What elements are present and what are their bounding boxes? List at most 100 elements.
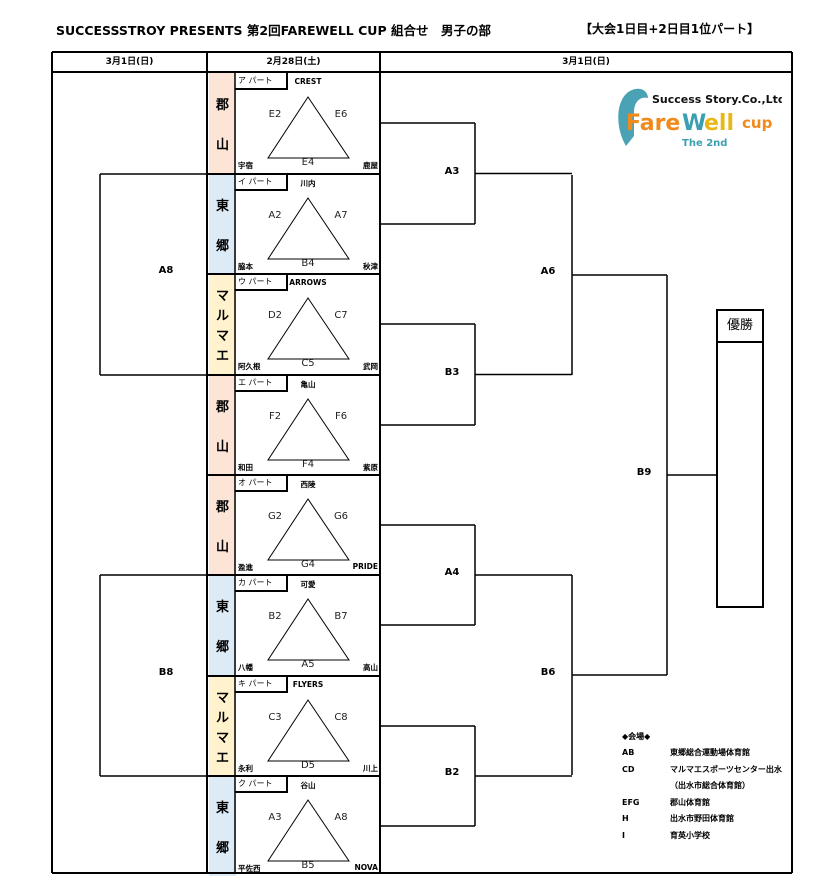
- team-name: ARROWS: [289, 278, 327, 287]
- school-left: 八幡: [238, 663, 253, 672]
- svg-text:cup: cup: [742, 114, 773, 132]
- seed-bottom: F4: [301, 459, 315, 470]
- school-right: 高山: [363, 663, 378, 672]
- triangle: [267, 96, 350, 159]
- header-day-left: 3月1日(日): [105, 57, 154, 67]
- bracket-label-r1: B2: [444, 767, 460, 778]
- school-left: 宇宿: [238, 161, 253, 170]
- team-name: 川内: [300, 179, 316, 188]
- region-char: マ: [215, 690, 229, 706]
- school-left: 阿久根: [238, 362, 261, 371]
- team-name: CREST: [294, 77, 322, 86]
- region-char: ル: [215, 710, 229, 726]
- seed-right: G6: [333, 511, 349, 522]
- seed-left: D2: [267, 310, 283, 321]
- region-char: ル: [215, 308, 229, 324]
- svg-text:Fare: Fare: [626, 111, 680, 136]
- region-char: 郡: [215, 499, 229, 515]
- seed-left: F2: [268, 411, 282, 422]
- team-name: 西陵: [300, 480, 316, 489]
- seed-right: B7: [334, 611, 348, 622]
- triangle: [267, 197, 350, 260]
- triangle: [267, 799, 350, 862]
- venue-code: AB: [622, 748, 635, 758]
- triangle: [267, 297, 350, 360]
- school-left: 脇本: [238, 262, 253, 271]
- region-char: マ: [215, 288, 229, 304]
- seed-right: E6: [334, 109, 348, 120]
- school-right: 鹿屋: [363, 161, 378, 170]
- team-name: FLYERS: [292, 680, 324, 689]
- region-label: マルマエ: [209, 676, 236, 776]
- seed-bottom: G4: [300, 559, 316, 570]
- triangle: [267, 598, 350, 661]
- region-char: 郷: [215, 238, 229, 254]
- seed-left: A3: [268, 812, 282, 823]
- school-left: 永利: [238, 764, 253, 773]
- venue-code: I: [622, 830, 625, 840]
- seed-left: A2: [268, 210, 282, 221]
- region-char: 東: [215, 800, 229, 816]
- venue-row: AB 東郷総合運動場体育館: [622, 745, 782, 762]
- bracket-label-r1: B3: [444, 367, 460, 378]
- svg-text:Success Story.Co.,Ltd: Success Story.Co.,Ltd: [652, 93, 782, 106]
- part-label: エ パート: [235, 375, 288, 392]
- school-right: NOVA: [354, 863, 378, 872]
- region-label: 東郷: [209, 575, 236, 675]
- region-label: 東郷: [209, 776, 236, 876]
- page-title: SUCCESSSTROY PRESENTS 第2回FAREWELL CUP 組合…: [56, 23, 491, 38]
- svg-text:The 2nd: The 2nd: [682, 138, 727, 149]
- part-label: ア パート: [235, 73, 288, 90]
- team-name: 谷山: [300, 781, 316, 790]
- part-label: イ パート: [235, 174, 288, 191]
- school-right: 秋津: [363, 262, 378, 271]
- farewell-cup-logo: Success Story.Co.,Ltd Fare W ell cup The…: [612, 86, 786, 152]
- bracket-label-r2: B6: [540, 667, 556, 678]
- region-label: 郡山: [209, 375, 236, 475]
- region-label: 郡山: [209, 475, 236, 575]
- seed-right: A7: [334, 210, 348, 221]
- region-char: エ: [215, 750, 229, 766]
- region-char: 郷: [215, 639, 229, 655]
- header-day-middle: 2月28日(土): [266, 57, 321, 67]
- part-label: ク パート: [235, 776, 288, 793]
- seed-left: B2: [268, 611, 282, 622]
- venue-name: （出水市総合体育館）: [670, 781, 750, 791]
- triangle: [267, 699, 350, 762]
- school-left: 和田: [238, 463, 253, 472]
- school-left: 平佐西: [238, 864, 261, 873]
- seed-bottom: B4: [301, 258, 315, 269]
- bracket-label-left-top: A8: [158, 265, 174, 276]
- bracket-label-left-bottom: B8: [158, 667, 174, 678]
- region-char: 郷: [215, 840, 229, 856]
- seed-left: G2: [267, 511, 283, 522]
- seed-bottom: A5: [301, 659, 315, 670]
- page-subtitle: 【大会1日目+2日目1位パート】: [580, 22, 760, 36]
- region-label: 東郷: [209, 174, 236, 274]
- team-name: 亀山: [300, 380, 316, 389]
- region-char: 東: [215, 599, 229, 615]
- school-right: 紫原: [363, 463, 378, 472]
- bracket-label-r1: A4: [444, 567, 460, 578]
- region-char: 郡: [215, 399, 229, 415]
- part-label: キ パート: [235, 676, 288, 693]
- venue-name: 郡山体育館: [670, 797, 710, 807]
- seed-left: C3: [268, 712, 282, 723]
- region-char: 山: [215, 439, 229, 455]
- bracket-label-r1: A3: [444, 166, 460, 177]
- venue-name: 東郷総合運動場体育館: [670, 748, 750, 758]
- venue-heading: ◆会場◆: [622, 731, 651, 741]
- triangle: [267, 398, 350, 461]
- school-right: PRIDE: [352, 562, 378, 571]
- region-char: 郡: [215, 97, 229, 113]
- seed-right: A8: [334, 812, 348, 823]
- header-day-right: 3月1日(日): [562, 57, 610, 67]
- seed-right: F6: [334, 411, 348, 422]
- seed-bottom: E4: [301, 157, 315, 168]
- winner-box: 優勝: [716, 309, 764, 608]
- seed-right: C7: [334, 310, 348, 321]
- venue-name: マルマエスポーツセンター出水: [670, 764, 782, 774]
- winner-label: 優勝: [718, 311, 762, 343]
